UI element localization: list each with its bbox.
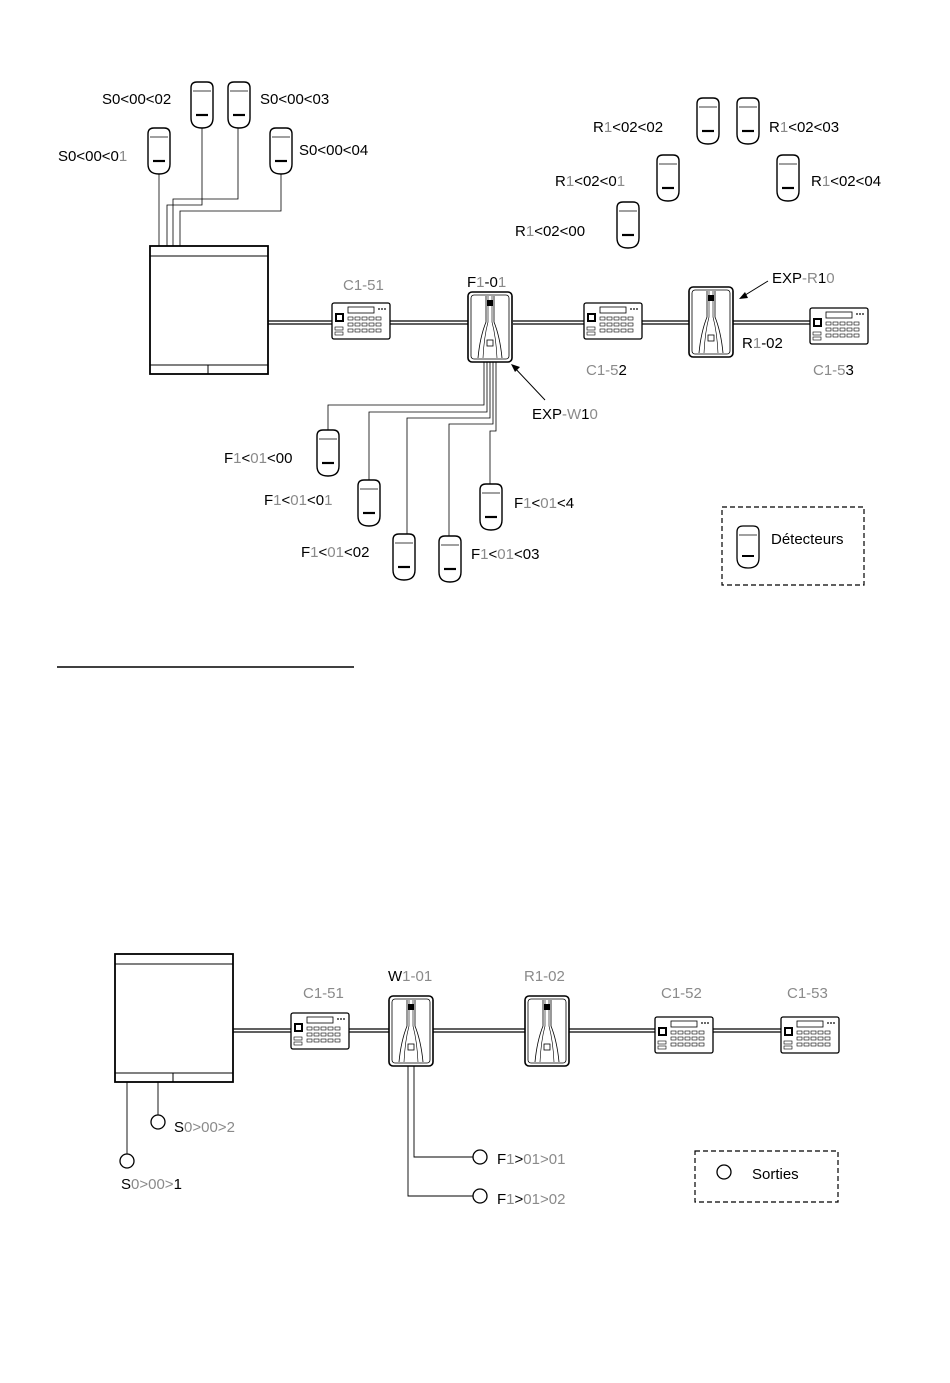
- expander-module: [389, 996, 433, 1066]
- keypad-icon: [781, 1017, 839, 1053]
- keypad-label: C1-52: [661, 985, 702, 1002]
- output-icon: [120, 1154, 134, 1168]
- legend-label: Sorties: [752, 1166, 799, 1183]
- legend-label: Détecteurs: [771, 531, 844, 548]
- detector-icon: [358, 480, 380, 526]
- detector-label: S0<00<02: [102, 91, 171, 108]
- expander-label: F1-01: [467, 274, 506, 291]
- expander-module: [468, 292, 512, 362]
- detector-icon: [737, 98, 759, 144]
- detector-icon: [317, 430, 339, 476]
- keypad-icon: [291, 1013, 349, 1049]
- detector-icon: [480, 484, 502, 530]
- output-label: F1>01>02: [497, 1191, 565, 1208]
- detector-label: S0<00<01: [58, 148, 127, 165]
- detector-icon: [737, 526, 759, 568]
- expander-label: R1-02: [742, 335, 783, 352]
- expander-module: [525, 996, 569, 1066]
- top-diagram: S0<00<01 S0<00<02 S0<00<03 S0<00<04 C1-5…: [58, 82, 881, 585]
- output-icon: [473, 1189, 487, 1203]
- detector-label: S0<00<04: [299, 142, 368, 159]
- output-icon: [151, 1115, 165, 1129]
- detector-icon: [228, 82, 250, 128]
- legend-outputs: Sorties: [695, 1151, 838, 1202]
- pointer-arrow: [511, 364, 545, 400]
- keypad-label: C1-51: [303, 985, 344, 1002]
- detector-label: R1<02<03: [769, 119, 839, 136]
- panel-detector-wires: [159, 122, 281, 246]
- expander-module: [689, 287, 733, 357]
- legend-detectors: Détecteurs: [722, 507, 864, 585]
- detector-icon: [777, 155, 799, 201]
- control-panel: [150, 246, 268, 374]
- expander-label: W1-01: [388, 968, 432, 985]
- expander-output-wires: [408, 1066, 473, 1196]
- output-icon: [717, 1165, 731, 1179]
- detector-label: F1<01<02: [301, 544, 369, 561]
- detector-icon: [393, 534, 415, 580]
- detector-label: F1<01<03: [471, 546, 539, 563]
- detector-icon: [617, 202, 639, 248]
- detector-label: F1<01<01: [264, 492, 332, 509]
- detector-icon: [191, 82, 213, 128]
- detector-icon: [697, 98, 719, 144]
- detector-label: R1<02<02: [593, 119, 663, 136]
- keypad-icon: [332, 303, 390, 339]
- keypad-icon: [655, 1017, 713, 1053]
- detector-icon: [439, 536, 461, 582]
- detector-icon: [657, 155, 679, 201]
- bottom-diagram: S0>00>2 S0>00>1 C1-51 W1-01 F1>01>01 F1>…: [115, 954, 839, 1208]
- detector-label: R1<02<04: [811, 173, 881, 190]
- expander-type-label: EXP-W10: [532, 406, 598, 423]
- output-label: F1>01>01: [497, 1151, 565, 1168]
- expander-detector-wires: [328, 362, 496, 538]
- keypad-icon: [584, 303, 642, 339]
- output-label: S0>00>1: [121, 1176, 182, 1193]
- detector-label: F1<01<00: [224, 450, 292, 467]
- keypad-label: C1-53: [813, 362, 854, 379]
- detector-label: R1<02<01: [555, 173, 625, 190]
- detector-icon: [148, 128, 170, 174]
- detector-label: S0<00<03: [260, 91, 329, 108]
- detector-icon: [270, 128, 292, 174]
- output-icon: [473, 1150, 487, 1164]
- keypad-icon: [810, 308, 868, 344]
- keypad-label: C1-51: [343, 277, 384, 294]
- detector-label: R1<02<00: [515, 223, 585, 240]
- expander-label: R1-02: [524, 968, 565, 985]
- keypad-label: C1-53: [787, 985, 828, 1002]
- detector-label: F1<01<4: [514, 495, 574, 512]
- pointer-arrow: [739, 281, 768, 299]
- output-label: S0>00>2: [174, 1119, 235, 1136]
- control-panel: [115, 954, 233, 1082]
- keypad-label: C1-52: [586, 362, 627, 379]
- expander-type-label: EXP-R10: [772, 270, 835, 287]
